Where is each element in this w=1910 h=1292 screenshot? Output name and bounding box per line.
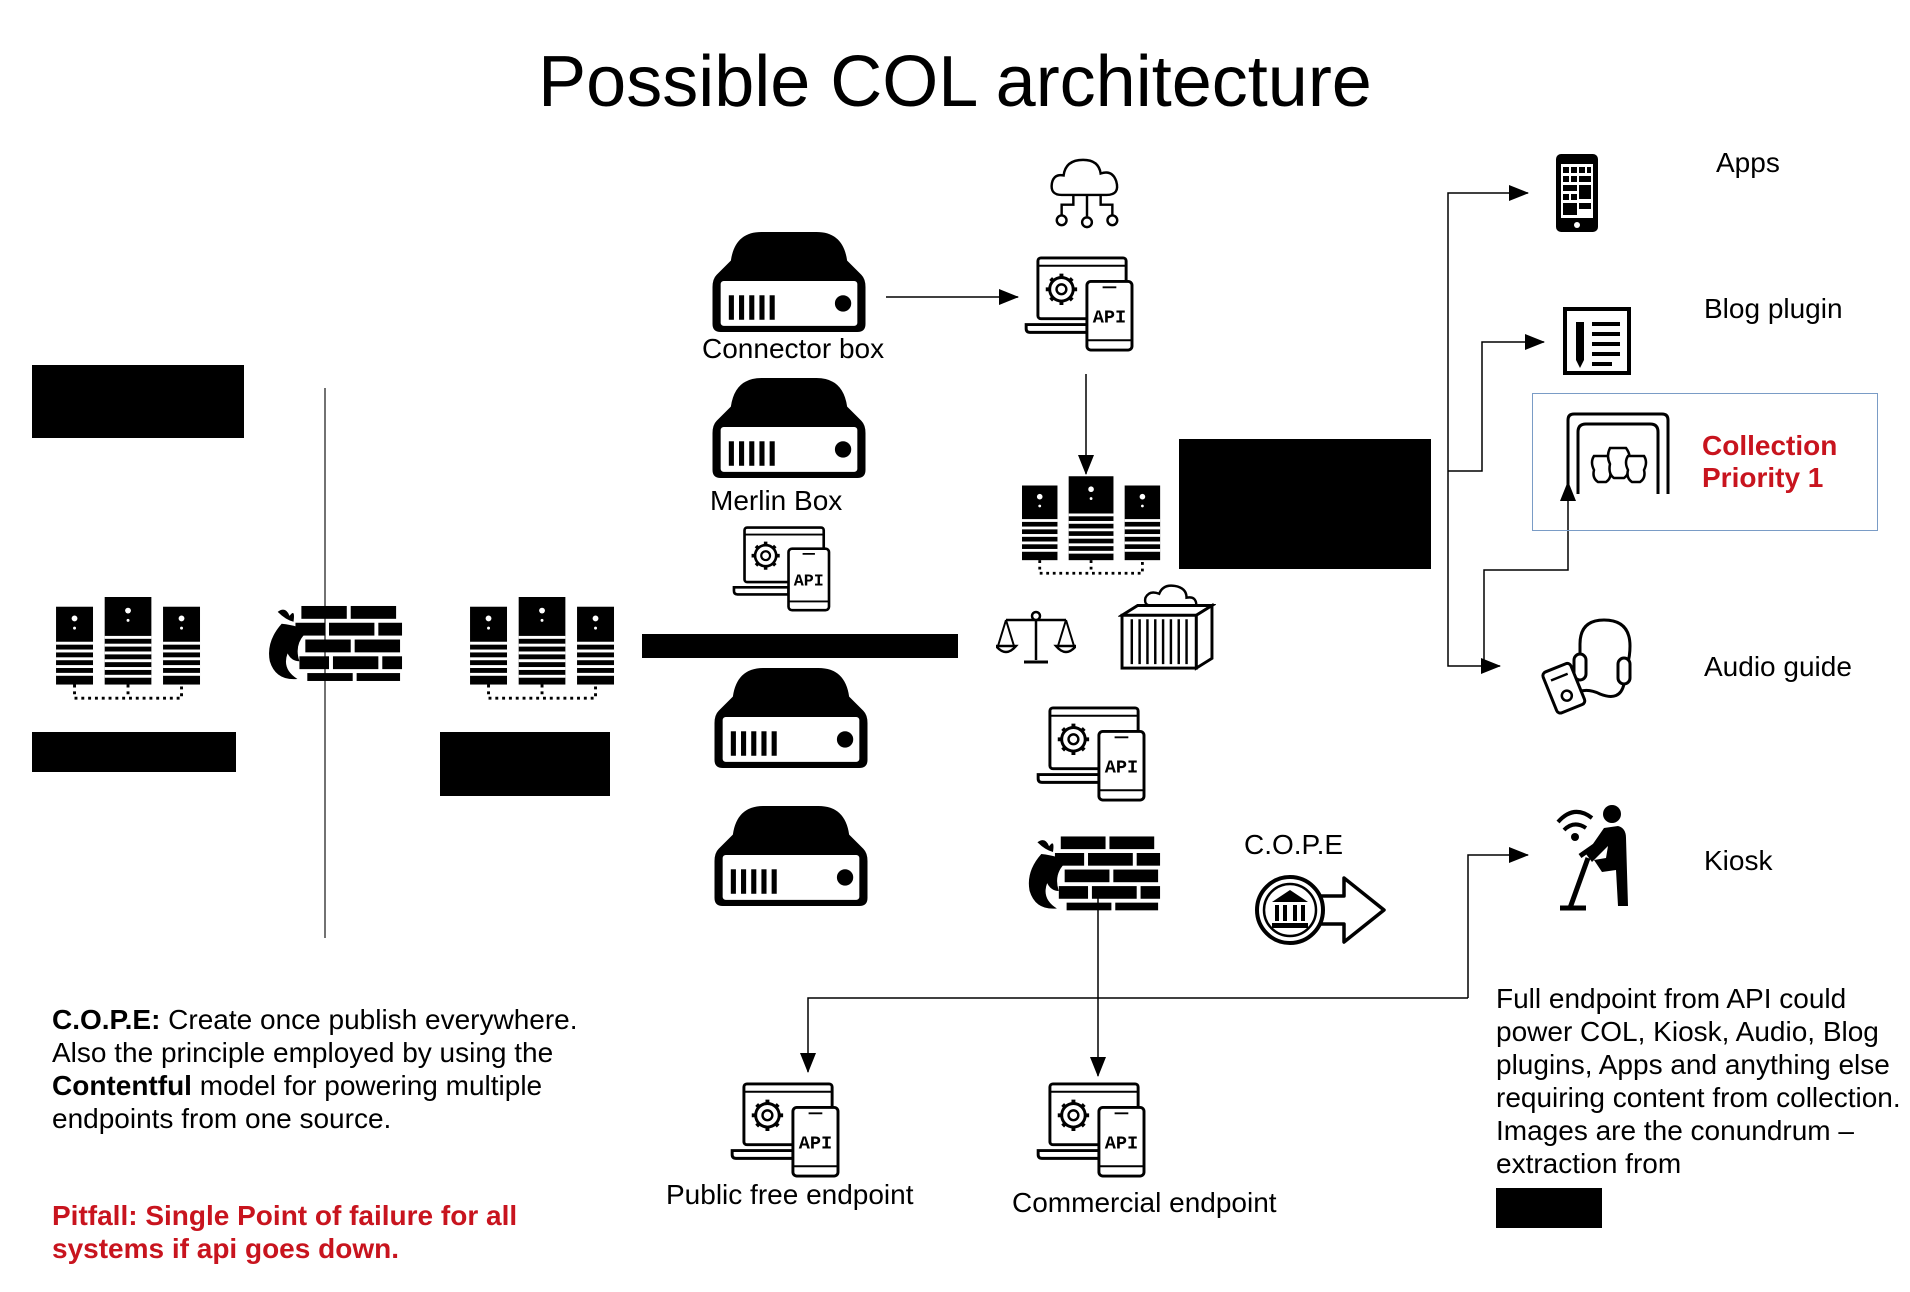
- api-device-icon: [1024, 254, 1142, 352]
- kiosk-label: Kiosk: [1704, 845, 1773, 876]
- redacted-label: [32, 732, 236, 772]
- cope-note-text: Create once publish everywhere. Also the…: [52, 1004, 578, 1068]
- collection-label-line1: Collection: [1702, 430, 1838, 461]
- cope-note: C.O.P.E: Create once publish everywhere.…: [52, 1003, 592, 1135]
- audio-guide-icon: [1541, 618, 1632, 715]
- server-rack-icon: [56, 597, 202, 704]
- redacted-bar: [642, 634, 958, 658]
- apps-label: Apps: [1716, 147, 1780, 178]
- redacted-label: [1179, 439, 1431, 569]
- full-endpoint-note: Full endpoint from API could power COL, …: [1496, 983, 1901, 1179]
- redacted-text: [1496, 1188, 1602, 1228]
- cope-label: C.O.P.E: [1244, 829, 1344, 860]
- contentful-term: Contentful: [52, 1070, 192, 1101]
- api-device-icon: [1036, 1080, 1154, 1178]
- connector-box-label: Connector box: [702, 333, 885, 364]
- museum-collection-icon: [1566, 412, 1670, 494]
- api-device-icon: [732, 524, 838, 612]
- pitfall-note: Pitfall: Single Point of failure for all…: [52, 1200, 518, 1264]
- cloud-network-icon: [1048, 154, 1126, 232]
- audio-guide-label: Audio guide: [1704, 651, 1852, 682]
- connector-box-server-icon: [712, 230, 866, 332]
- api-device-icon: [730, 1080, 848, 1178]
- redacted-label: [440, 732, 610, 796]
- public-endpoint-label: Public free endpoint: [666, 1179, 914, 1210]
- collection-priority-callout: [1532, 393, 1878, 531]
- page-title: Possible COL architecture: [538, 42, 1372, 122]
- server-rack-icon: [1022, 476, 1162, 579]
- commercial-endpoint-label: Commercial endpoint: [1012, 1187, 1277, 1218]
- firewall-icon: [256, 602, 404, 681]
- cope-museum-arrow-icon: [1255, 875, 1386, 945]
- collection-label-line2: Priority 1: [1702, 462, 1824, 493]
- redacted-label: [32, 365, 244, 438]
- merlin-box-server-icon: [712, 376, 866, 478]
- blog-plugin-label: Blog plugin: [1704, 293, 1843, 324]
- api-device-icon: [1036, 704, 1154, 802]
- cope-note-term: C.O.P.E:: [52, 1004, 161, 1035]
- kiosk-user-icon: [1556, 805, 1628, 911]
- server-rack-icon: [470, 597, 616, 704]
- firewall-icon: [1016, 832, 1162, 911]
- server-box-icon: [714, 804, 868, 906]
- server-box-icon: [714, 666, 868, 768]
- cope-note-text-end: model for powering multiple endpoints fr…: [52, 1070, 543, 1134]
- cloud-container-icon: [1118, 584, 1216, 672]
- merlin-box-label: Merlin Box: [710, 485, 843, 516]
- blog-document-icon: [1563, 307, 1631, 375]
- smartphone-icon: [1556, 154, 1598, 232]
- balance-scale-icon: [996, 606, 1076, 666]
